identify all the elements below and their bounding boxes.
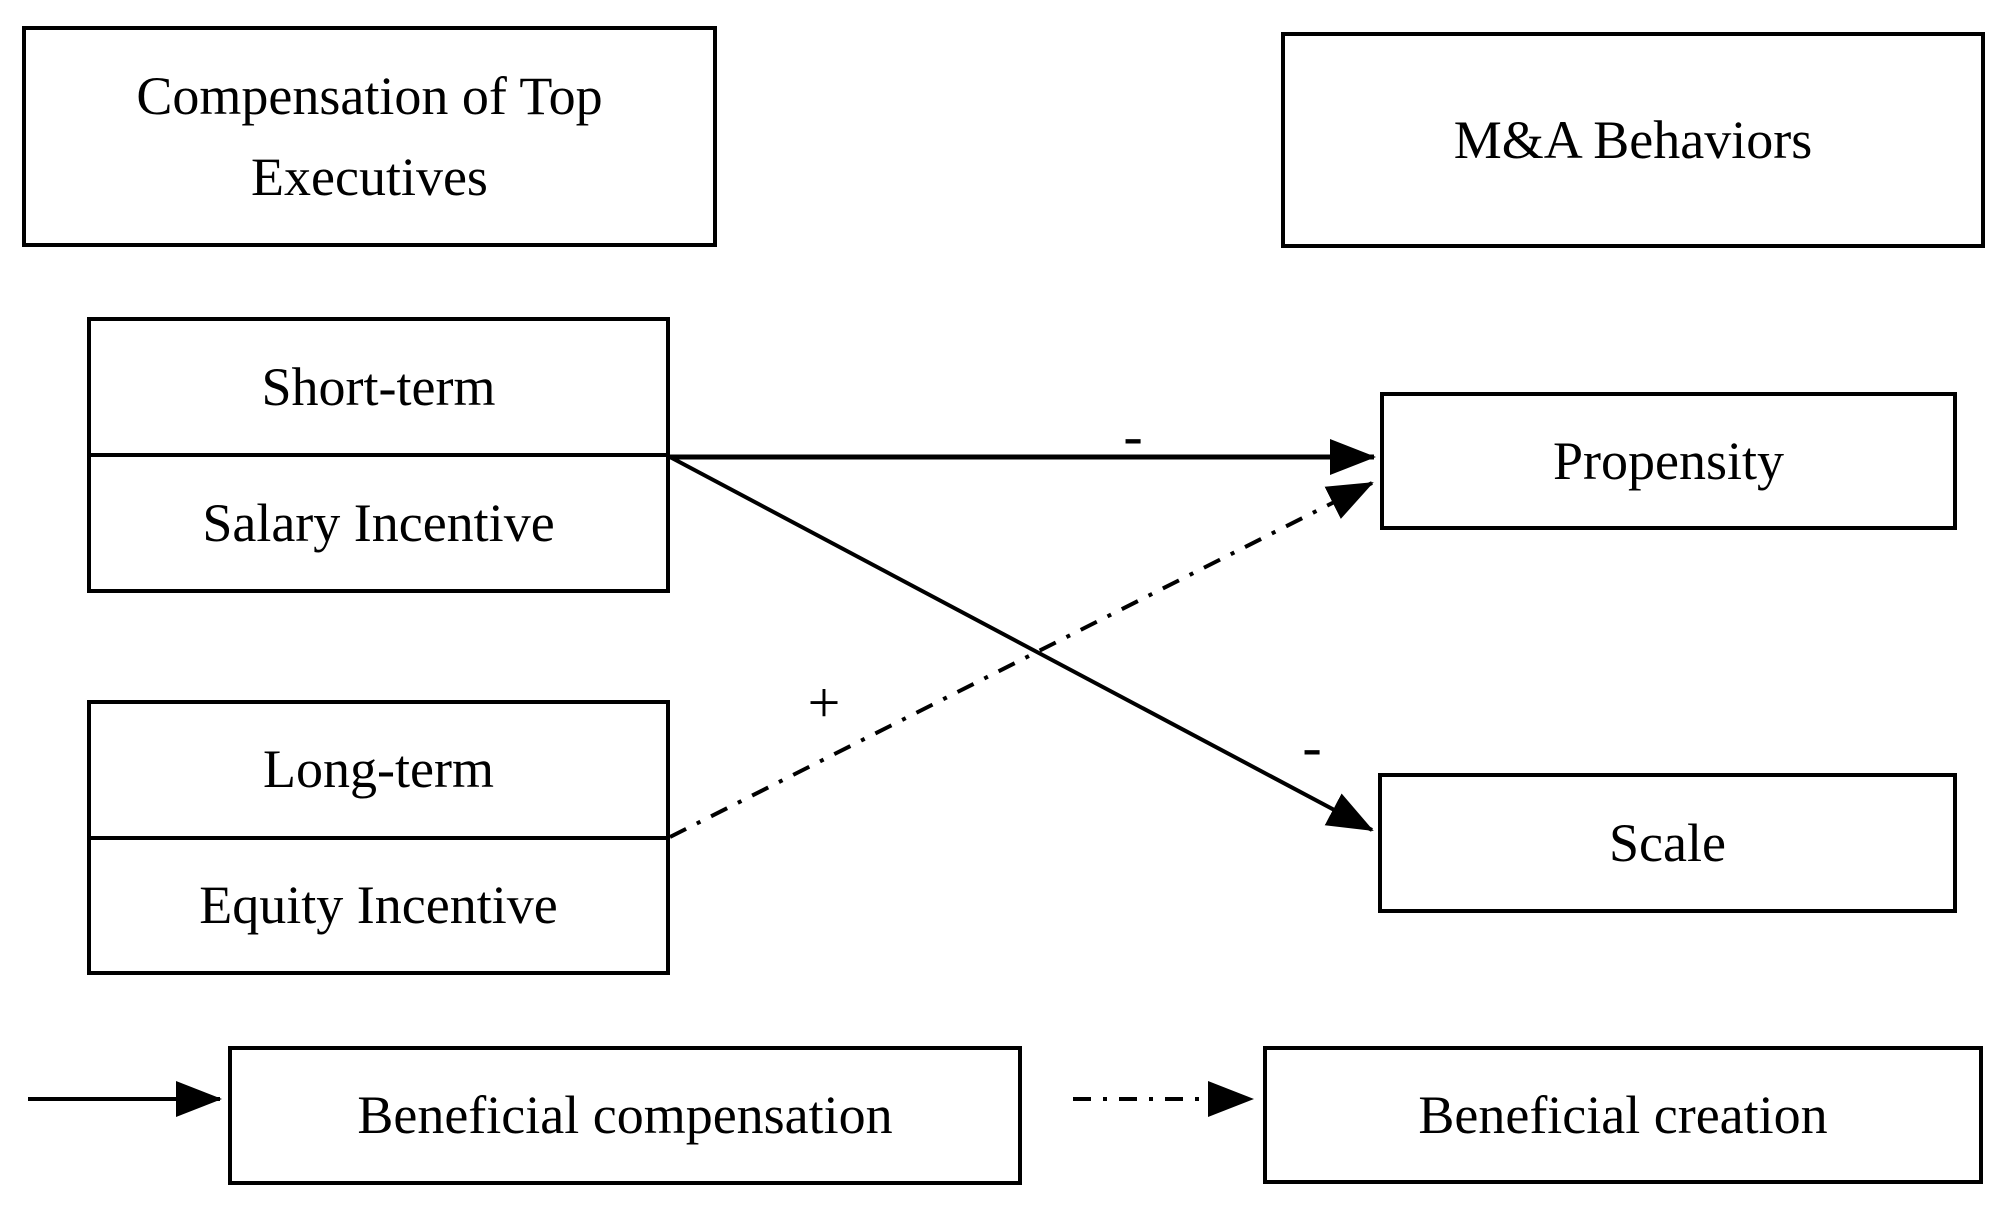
- legend-beneficial-compensation: Beneficial compensation: [228, 1046, 1022, 1185]
- edge-equity-to-propensity: [669, 481, 1374, 839]
- node-equity-incentive-label: Equity Incentive: [199, 874, 558, 935]
- node-long-term-equity: Long-term Equity Incentive: [87, 700, 670, 975]
- node-equity-incentive-cell: Equity Incentive: [91, 840, 666, 972]
- edge-sign-equity-propensity: +: [807, 670, 841, 735]
- node-scale-label: Scale: [1609, 812, 1726, 873]
- edge-sign-salary-propensity: -: [1123, 403, 1143, 468]
- node-salary-incentive-cell: Salary Incentive: [91, 457, 666, 589]
- node-long-term-cell: Long-term: [91, 704, 666, 840]
- node-compensation-header-label: Compensation of Top Executives: [136, 65, 603, 207]
- legend-beneficial-creation-label: Beneficial creation: [1418, 1084, 1828, 1145]
- node-compensation-header: Compensation of Top Executives: [22, 26, 717, 247]
- edge-sign-salary-scale: -: [1302, 714, 1322, 779]
- legend-beneficial-creation: Beneficial creation: [1263, 1046, 1983, 1184]
- node-salary-incentive-label: Salary Incentive: [202, 492, 555, 553]
- node-long-term-label: Long-term: [263, 739, 494, 800]
- node-scale: Scale: [1378, 773, 1957, 913]
- edge-salary-to-scale: [669, 455, 1374, 832]
- node-ma-behaviors-header-label: M&A Behaviors: [1453, 109, 1813, 170]
- node-ma-behaviors-header: M&A Behaviors: [1281, 32, 1985, 248]
- node-propensity: Propensity: [1380, 392, 1957, 530]
- node-propensity-label: Propensity: [1552, 430, 1784, 491]
- legend-beneficial-compensation-label: Beneficial compensation: [357, 1085, 893, 1145]
- node-short-term-label: Short-term: [261, 356, 496, 417]
- node-short-term-salary: Short-term Salary Incentive: [87, 317, 670, 593]
- node-short-term-cell: Short-term: [91, 321, 666, 457]
